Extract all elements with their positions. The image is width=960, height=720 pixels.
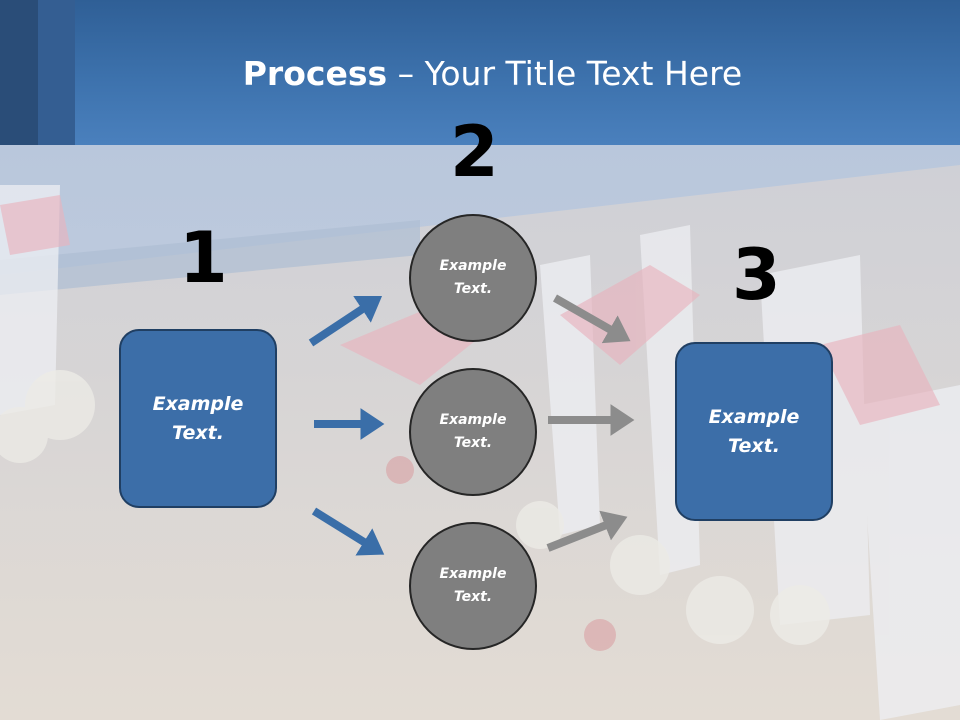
circle-middle-text: Example Text. — [440, 409, 507, 455]
step-number-3: 3 — [732, 234, 781, 316]
circle-middle-text-line-1: Example — [439, 412, 507, 428]
step-2-circle-bottom[interactable]: Example Text. — [409, 522, 537, 650]
circle-top-text-line-1: Example — [439, 258, 507, 274]
header-accent-stripe-light — [38, 0, 75, 145]
step-3-box[interactable]: Example Text. — [675, 342, 833, 521]
step-3-text-line-1: Example — [708, 405, 800, 428]
step-1-text: Example Text. — [153, 390, 244, 448]
title-bar: Process – Your Title Text Here — [0, 0, 960, 145]
step-1-text-line-1: Example — [152, 392, 244, 415]
step-2-circle-middle[interactable]: Example Text. — [409, 368, 537, 496]
step-1-text-line-2: Text. — [172, 421, 224, 444]
title-bold-part: Process — [242, 54, 388, 93]
circle-bottom-text: Example Text. — [440, 563, 507, 609]
step-number-1: 1 — [179, 217, 228, 299]
circle-middle-text-line-2: Text. — [453, 435, 493, 451]
slide-title: Process – Your Title Text Here — [0, 54, 960, 93]
circle-bottom-text-line-1: Example — [439, 566, 507, 582]
title-rest-part: – Your Title Text Here — [387, 54, 743, 93]
header-accent-stripe — [0, 0, 38, 145]
circle-top-text-line-2: Text. — [453, 281, 493, 297]
step-3-text: Example Text. — [709, 403, 800, 461]
step-3-text-line-2: Text. — [728, 434, 780, 457]
circle-bottom-text-line-2: Text. — [453, 589, 493, 605]
step-number-2: 2 — [450, 111, 499, 193]
step-2-circle-top[interactable]: Example Text. — [409, 214, 537, 342]
circle-top-text: Example Text. — [440, 255, 507, 301]
step-1-box[interactable]: Example Text. — [119, 329, 277, 508]
